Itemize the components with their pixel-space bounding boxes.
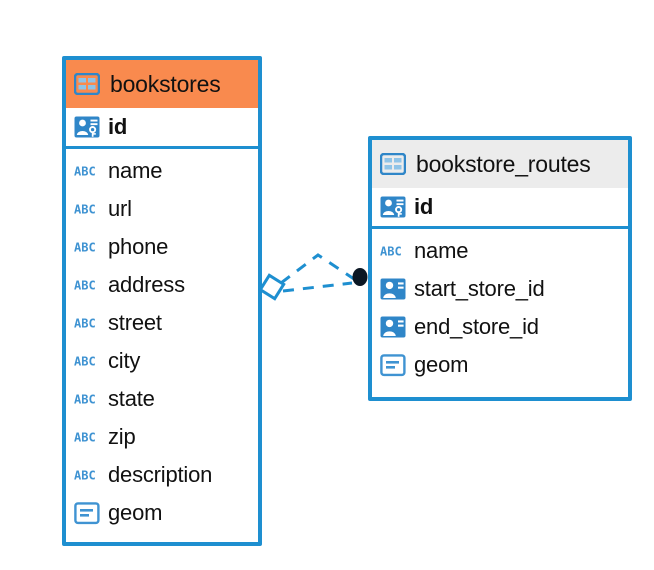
field-row-name[interactable]: ABC name [66,152,258,190]
filled-circle-marker [352,268,368,286]
primary-key-compartment-bookstore-routes: id [372,188,628,229]
field-row-geom[interactable]: geom [372,346,628,384]
field-label: url [108,196,132,221]
field-label: description [108,462,213,487]
relationship-line-lower [282,281,353,293]
primary-key-compartment-bookstores: id [66,108,258,149]
geometry-icon [74,501,100,525]
table-icon [380,153,406,175]
field-row-city[interactable]: ABC city [66,342,258,380]
field-row-zip[interactable]: ABC zip [66,418,258,456]
field-row-id[interactable]: id [372,188,628,226]
field-label: city [108,348,141,373]
svg-text:ABC: ABC [74,279,96,293]
field-list-bookstores: ABC name ABC url ABC p [66,149,258,536]
field-row-end-store-id[interactable]: end_store_id [372,308,628,346]
field-label: start_store_id [414,276,545,301]
field-label: address [108,272,185,297]
field-label: name [414,238,469,263]
abc-icon: ABC [74,240,100,255]
svg-text:ABC: ABC [74,317,96,331]
abc-icon: ABC [74,316,100,331]
abc-icon: ABC [74,202,100,217]
field-row-start-store-id[interactable]: start_store_id [372,270,628,308]
svg-text:ABC: ABC [74,393,96,407]
field-label: id [414,194,434,219]
foreign-key-icon [380,315,406,339]
field-label: name [108,158,163,183]
entity-bookstore-routes[interactable]: bookstore_routes id [368,136,632,401]
field-row-address[interactable]: ABC address [66,266,258,304]
field-label: phone [108,234,169,259]
field-row-state[interactable]: ABC state [66,380,258,418]
geometry-icon [380,353,406,377]
entity-title: bookstores [110,70,221,97]
svg-text:ABC: ABC [380,245,402,259]
field-label: street [108,310,162,335]
field-label: state [108,386,155,411]
abc-icon: ABC [74,430,100,445]
field-row-name[interactable]: ABC name [372,232,628,270]
field-label: zip [108,424,136,449]
svg-text:ABC: ABC [74,355,96,369]
entity-header-bookstores[interactable]: bookstores [66,60,258,108]
field-row-phone[interactable]: ABC phone [66,228,258,266]
primary-key-icon [380,195,406,219]
table-icon [74,73,100,95]
field-label: geom [108,500,163,525]
entity-bookstores[interactable]: bookstores id [62,56,262,546]
relationship-line-upper [280,253,355,285]
field-label: geom [414,352,469,377]
field-label: id [108,114,128,139]
field-row-id[interactable]: id [66,108,258,146]
abc-icon: ABC [74,278,100,293]
svg-text:ABC: ABC [74,469,96,483]
abc-icon: ABC [380,244,406,259]
field-row-street[interactable]: ABC street [66,304,258,342]
abc-icon: ABC [74,354,100,369]
field-list-bookstore-routes: ABC name start_store_id [372,229,628,388]
abc-icon: ABC [74,468,100,483]
field-row-geom[interactable]: geom [66,494,258,532]
svg-text:ABC: ABC [74,203,96,217]
abc-icon: ABC [74,392,100,407]
abc-icon: ABC [74,164,100,179]
svg-text:ABC: ABC [74,241,96,255]
primary-key-icon [74,115,100,139]
field-row-description[interactable]: ABC description [66,456,258,494]
field-row-url[interactable]: ABC url [66,190,258,228]
foreign-key-icon [380,277,406,301]
svg-text:ABC: ABC [74,165,96,179]
svg-text:ABC: ABC [74,431,96,445]
entity-title: bookstore_routes [416,150,591,177]
entity-header-bookstore-routes[interactable]: bookstore_routes [372,140,628,188]
field-label: end_store_id [414,314,539,339]
